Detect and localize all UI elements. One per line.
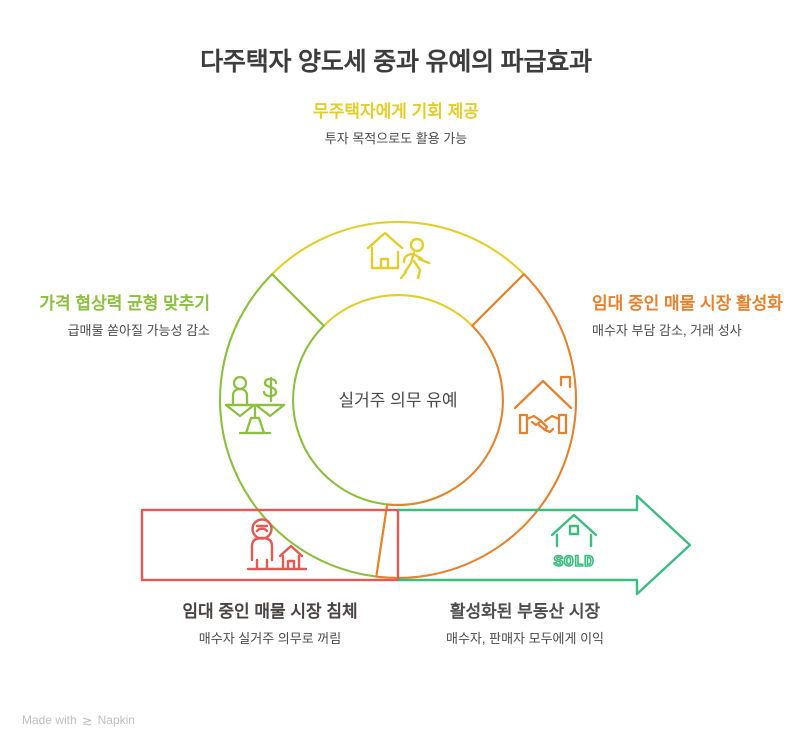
- watermark-brand: Napkin: [97, 713, 135, 727]
- outcome-label-activated[interactable]: 활성화된 부동산 시장 매수자, 판매자 모두에게 이익: [400, 600, 650, 649]
- napkin-watermark: Made with ≳ Napkin: [22, 713, 135, 727]
- segment-label-top-subtext: 투자 목적으로도 활용 가능: [324, 131, 468, 147]
- house-with-person-icon: [366, 231, 431, 280]
- outcome-label-stagnation-subtext: 매수자 실거주 의무로 꺼림: [198, 631, 342, 647]
- outcome-label-stagnation[interactable]: 임대 중인 매물 시장 침체 매수자 실거주 의무로 꺼림: [145, 600, 395, 649]
- house-sold-icon: [550, 513, 598, 548]
- ring-segment-top[interactable]: [271, 220, 525, 327]
- ring-segment-right[interactable]: [375, 273, 578, 579]
- outcome-label-activated-subtext: 매수자, 판매자 모두에게 이익: [446, 631, 604, 647]
- segment-label-left-subtext: 급매물 쏟아질 가능성 감소: [67, 323, 210, 339]
- segment-label-top[interactable]: 무주택자에게 기회 제공 투자 목적으로도 활용 가능: [276, 100, 516, 149]
- outcome-label-activated-heading: 활성화된 부동산 시장: [449, 602, 601, 621]
- outcome-box-stagnation[interactable]: [140, 508, 400, 582]
- balance-scale-person-money-icon: [224, 375, 286, 435]
- center-label: 실거주 의무 유예: [339, 391, 458, 410]
- handshake-under-roof-icon: [513, 375, 573, 435]
- segment-label-top-heading: 무주택자에게 기회 제공: [313, 102, 479, 121]
- sad-person-with-house-icon: [246, 518, 308, 571]
- ring-segment-left[interactable]: [218, 273, 389, 578]
- sold-icon-text: SOLD: [554, 553, 594, 571]
- segment-label-right-heading: 임대 중인 매물 시장 활성화: [592, 294, 783, 313]
- segment-label-left-heading: 가격 협상력 균형 맞추기: [39, 294, 210, 313]
- segment-label-right[interactable]: 임대 중인 매물 시장 활성화 매수자 부담 감소, 거래 성사: [592, 292, 792, 341]
- watermark-prefix: Made with: [22, 713, 77, 727]
- outcome-label-stagnation-heading: 임대 중인 매물 시장 침체: [182, 602, 358, 621]
- segment-label-right-subtext: 매수자 부담 감소, 거래 성사: [592, 323, 742, 339]
- segment-label-left[interactable]: 가격 협상력 균형 맞추기 급매물 쏟아질 가능성 감소: [10, 292, 210, 341]
- page-title: 다주택자 양도세 중과 유예의 파급효과: [200, 48, 592, 76]
- outcome-arrow-activated[interactable]: [398, 494, 692, 596]
- napkin-logo-icon: ≳: [81, 712, 93, 728]
